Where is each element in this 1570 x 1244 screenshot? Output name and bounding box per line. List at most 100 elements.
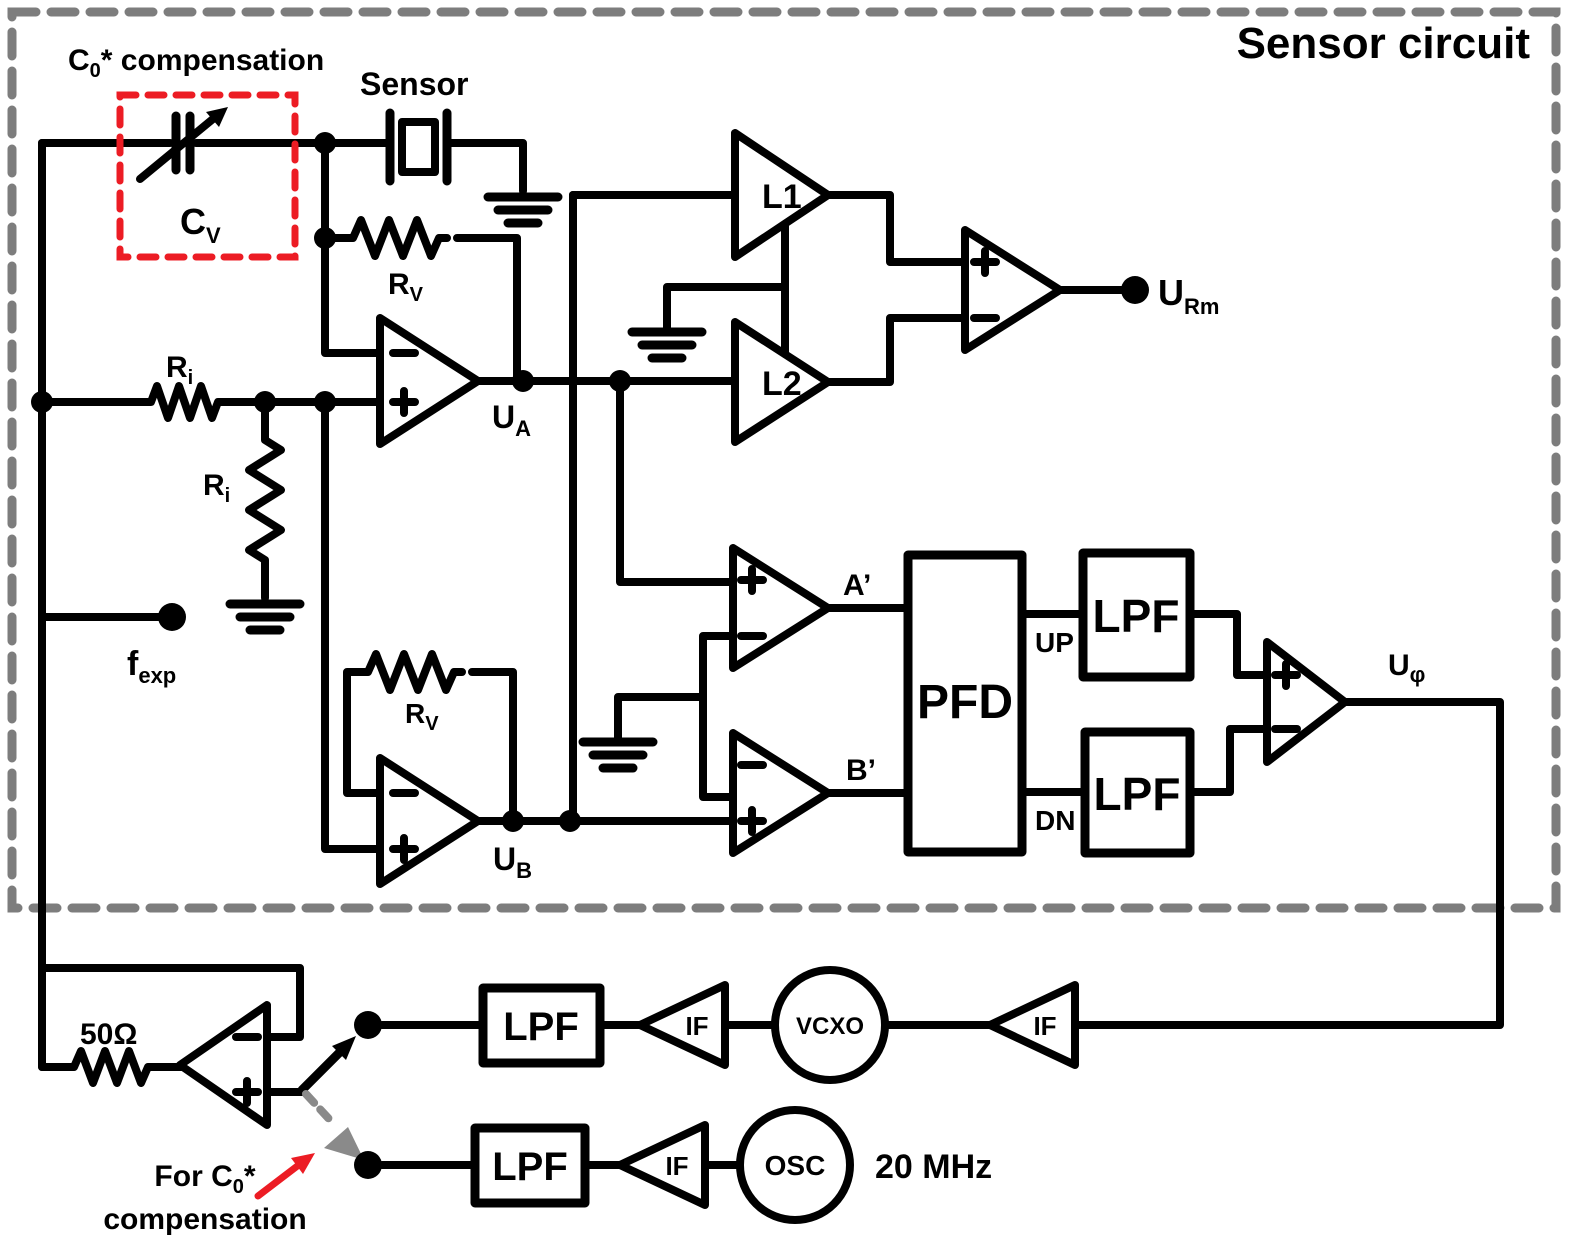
lpf-dn-block — [1080, 727, 1195, 858]
wires — [38, 139, 1504, 1169]
sensor-crystal — [385, 108, 452, 186]
vcxo-label: VCXO — [796, 1013, 864, 1040]
junction-dot — [254, 391, 276, 413]
l2-to-summer-wire — [824, 314, 969, 386]
limiter-ground-link-wire — [663, 220, 789, 358]
switch-lever — [297, 1046, 346, 1095]
variable-capacitor-arrow — [136, 110, 223, 183]
b-output-label: B’ — [846, 754, 876, 787]
noninverting-branch-wire — [321, 398, 384, 853]
for-c0-label-line2: compensation — [103, 1203, 306, 1236]
opamp-ub — [376, 754, 482, 888]
lpf-vcxo-block — [478, 983, 605, 1068]
ground-icon-ri — [225, 599, 305, 635]
ground-icon-comparators — [578, 737, 658, 773]
a-output-label: A’ — [843, 569, 871, 602]
ri-shunt-label: Ri — [203, 469, 230, 507]
junction-dots — [31, 132, 1149, 1179]
rv-top-label: RV — [388, 268, 424, 306]
variable-capacitor-arrowhead — [206, 107, 228, 127]
c0-compensation-dashed-box — [116, 91, 299, 261]
rv-top-right-lead — [453, 234, 521, 381]
rv-top-resistor — [341, 216, 451, 260]
mode-switch — [297, 1036, 364, 1160]
lpf-osc-block — [470, 1123, 590, 1208]
if-buffer-3 — [616, 1121, 709, 1209]
rv-bottom-loop-wire — [343, 668, 517, 821]
fexp-terminal-dot — [158, 603, 186, 631]
comparator-b — [729, 729, 832, 857]
c0-compensation-label: C0* compensation — [68, 44, 324, 82]
comparator-a — [729, 544, 832, 672]
lpf-up-out-wire — [1186, 610, 1271, 679]
switch-contact-bottom-dot — [354, 1151, 382, 1179]
switch-lever-arrowhead — [332, 1036, 356, 1060]
urm-terminal-dot — [1121, 276, 1149, 304]
rv-bottom-resistor — [356, 650, 466, 694]
plus-icon-comparator-b — [737, 806, 767, 836]
if-buffer-2 — [636, 981, 729, 1069]
ub-label: UB — [493, 841, 532, 883]
r50-label: 50Ω — [80, 1018, 137, 1051]
plus-icon-ub — [389, 834, 419, 864]
ri-shunt-resistor — [245, 426, 285, 574]
plus-icon-comparator-a — [737, 565, 767, 595]
summing-amp-urm — [961, 226, 1064, 354]
sensor-to-ground-wire — [447, 139, 527, 195]
junction-dot — [559, 810, 581, 832]
ua-label: UA — [492, 399, 531, 441]
l2-label: L2 — [762, 365, 802, 403]
junction-dot — [502, 810, 524, 832]
plus-icon-urm-amp — [970, 247, 1000, 277]
freq-label: 20 MHz — [875, 1148, 992, 1186]
r50-resistor — [64, 1047, 158, 1087]
if-buffer-1 — [986, 981, 1079, 1069]
switch-alt-arrowhead — [324, 1127, 364, 1160]
pfd-label: PFD — [917, 676, 1013, 729]
lpf-up-label: LPF — [1093, 590, 1180, 642]
uphi-label: Uφ — [1388, 649, 1425, 687]
ua-to-a-comparator-wire — [616, 377, 737, 586]
osc-label: OSC — [765, 1150, 826, 1181]
up-label: UP — [1035, 627, 1074, 658]
comparator-ground-wire — [614, 632, 737, 801]
plus-icon-driver — [232, 1077, 262, 1107]
driver-feedback-wire — [38, 964, 304, 1041]
junction-dot — [512, 370, 534, 392]
osc-oscillator — [736, 1106, 854, 1224]
pfd-block — [903, 550, 1027, 857]
lpf-dn-label: LPF — [1094, 768, 1181, 820]
amplifiers-and-blocks — [176, 129, 1349, 1224]
vcxo-oscillator — [771, 966, 889, 1084]
node-to-inverting-input-wire — [321, 139, 384, 357]
urm-label: URm — [1158, 272, 1219, 319]
opamp-driver — [176, 1001, 271, 1129]
crystal-plates — [385, 108, 452, 186]
switch-contact-top-dot — [354, 1011, 382, 1039]
page-title: Sensor circuit — [1237, 19, 1531, 68]
fexp-label: fexp — [127, 645, 176, 688]
if1-label: IF — [1033, 1011, 1056, 1041]
grounds — [225, 192, 707, 773]
l1-label: L1 — [762, 178, 802, 216]
l1-to-summer-wire — [824, 191, 969, 266]
plus-icon-ua — [389, 387, 419, 417]
switch-alt-position-dashed — [302, 1090, 334, 1124]
junction-dot — [314, 227, 336, 249]
ground-icon-sensor — [483, 192, 563, 228]
junction-dot — [314, 391, 336, 413]
ri-series-label: Ri — [166, 351, 193, 389]
plus-icon-uphi-amp — [1271, 660, 1301, 690]
lpf-osc-label: LPF — [492, 1145, 568, 1189]
lpf-up-block — [1078, 548, 1195, 682]
crystal-body — [398, 118, 439, 176]
junction-dot — [314, 132, 336, 154]
junction-dot — [31, 391, 53, 413]
if2-label: IF — [685, 1011, 708, 1041]
for-c0-label-line1: For C0* — [154, 1160, 255, 1198]
sensor-label: Sensor — [360, 66, 468, 102]
junction-dot — [609, 370, 631, 392]
if3-label: IF — [665, 1151, 688, 1181]
opamp-ua — [376, 314, 482, 448]
